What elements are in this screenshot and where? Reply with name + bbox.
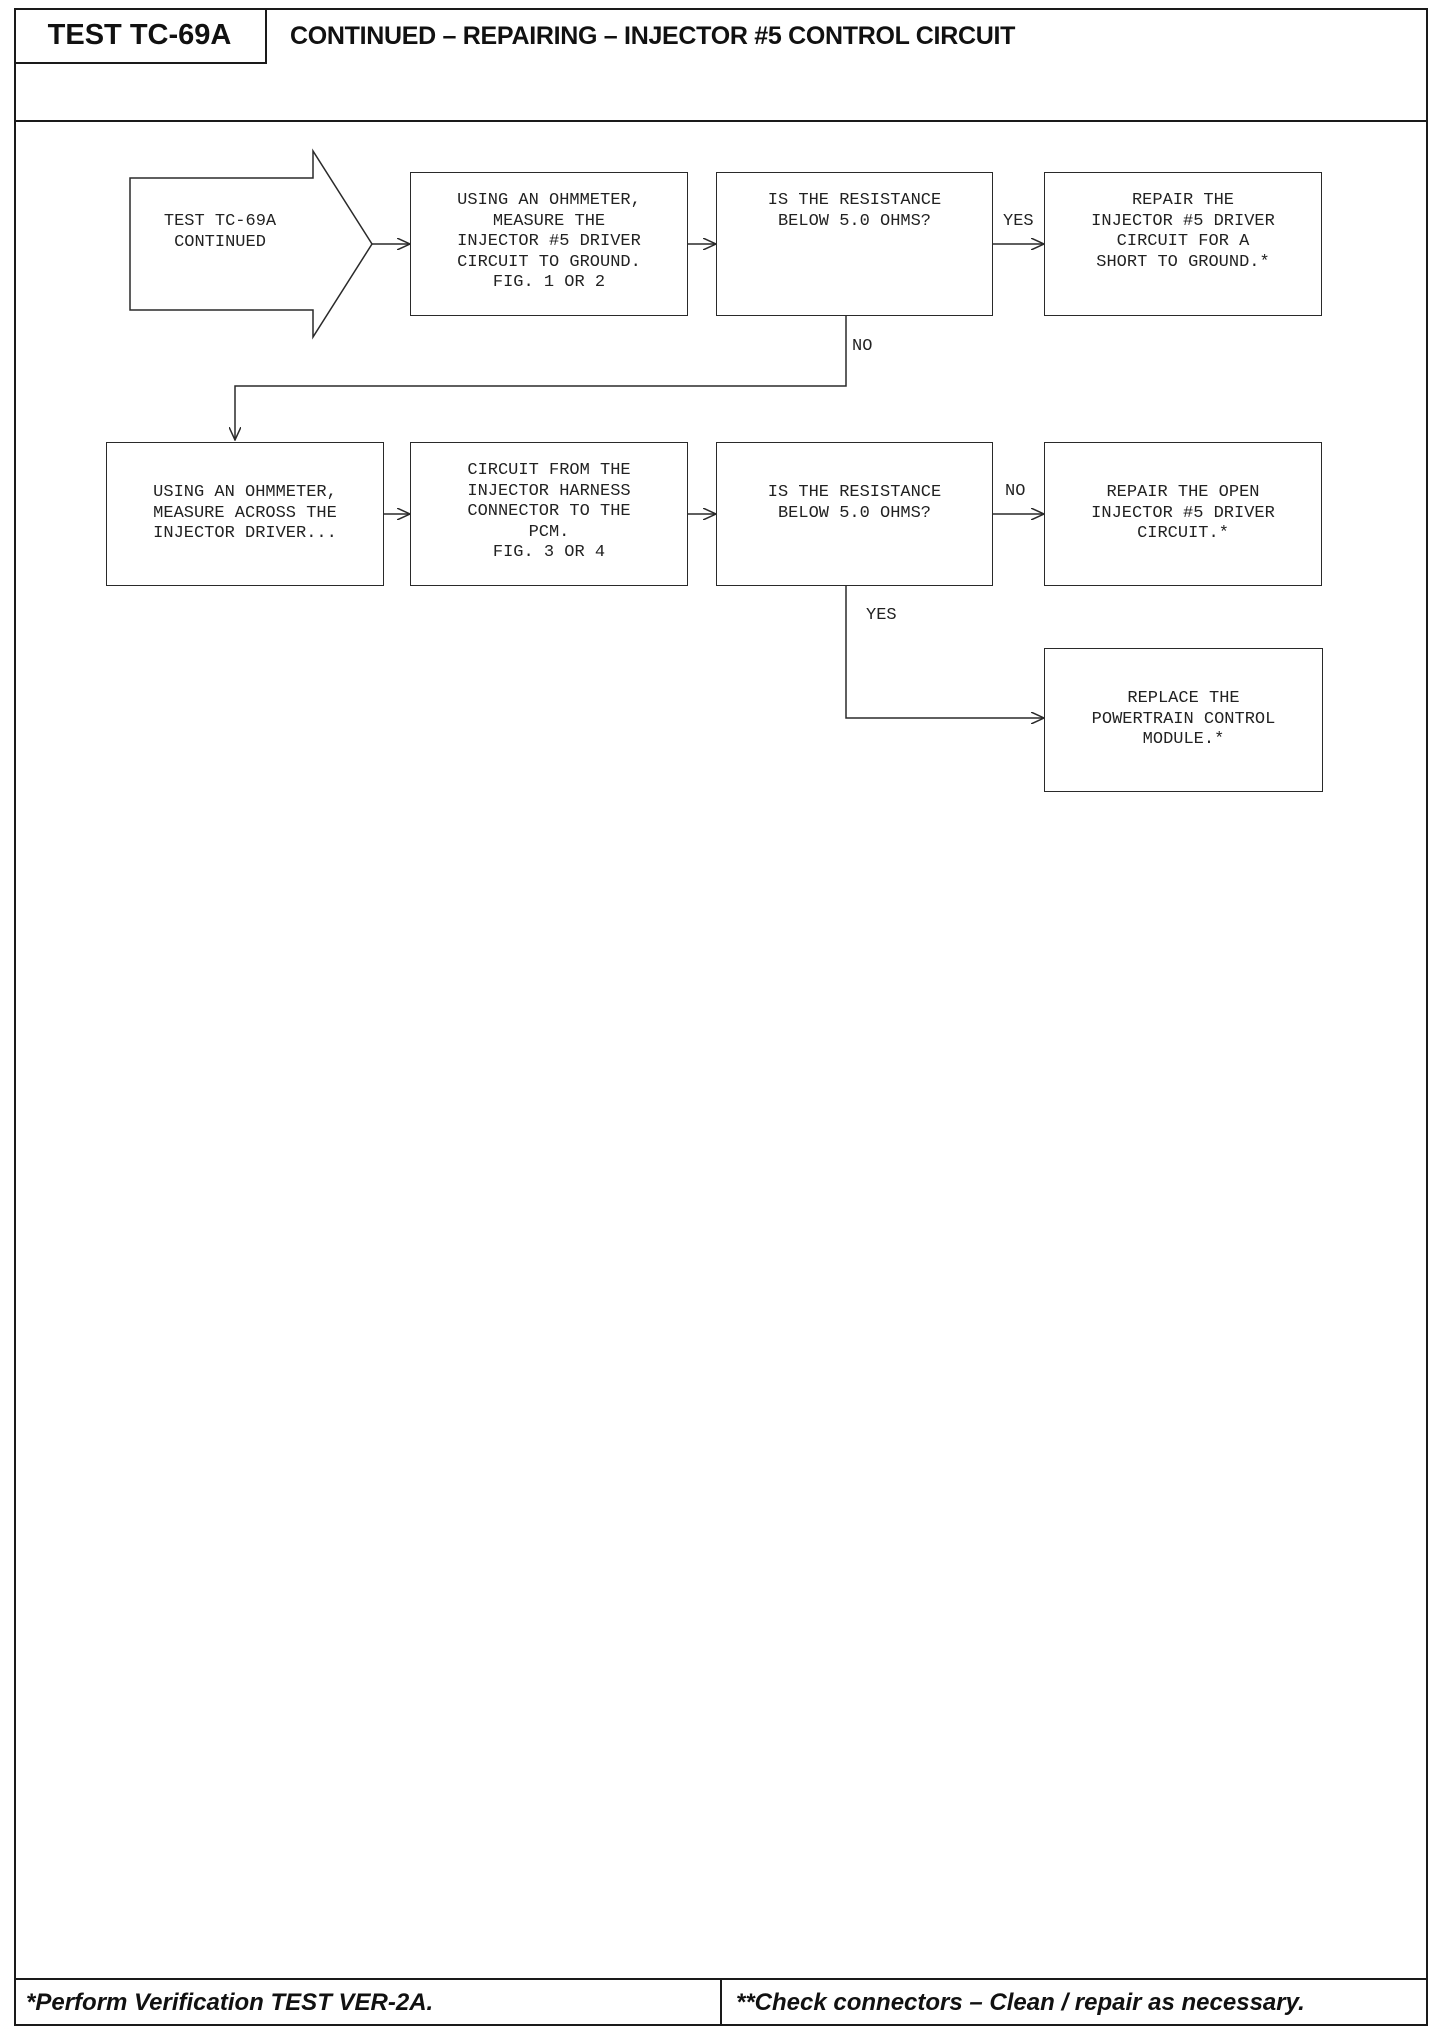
decision2-yes-label: YES bbox=[866, 606, 897, 625]
decision2-no-label: NO bbox=[1005, 482, 1026, 501]
start-arrow-shape bbox=[129, 148, 373, 340]
decision-resistance-2: IS THE RESISTANCE BELOW 5.0 OHMS? bbox=[716, 442, 993, 586]
footer-connector-note: **Check connectors – Clean / repair as n… bbox=[736, 1989, 1305, 2016]
page-footer: *Perform Verification TEST VER-2A. **Che… bbox=[14, 1978, 1428, 2026]
decision-resistance-1: IS THE RESISTANCE BELOW 5.0 OHMS? bbox=[716, 172, 993, 316]
result-repair-short: REPAIR THE INJECTOR #5 DRIVER CIRCUIT FO… bbox=[1044, 172, 1322, 316]
test-id: TEST TC-69A bbox=[14, 8, 267, 64]
step-measure-to-ground: USING AN OHMMETER, MEASURE THE INJECTOR … bbox=[410, 172, 688, 316]
result-replace-pcm: REPLACE THE POWERTRAIN CONTROL MODULE.* bbox=[1044, 648, 1323, 792]
result-repair-open: REPAIR THE OPEN INJECTOR #5 DRIVER CIRCU… bbox=[1044, 442, 1322, 586]
step-measure-across: USING AN OHMMETER, MEASURE ACROSS THE IN… bbox=[106, 442, 384, 586]
page-title: CONTINUED – REPAIRING – INJECTOR #5 CONT… bbox=[290, 21, 1016, 50]
page-header: TEST TC-69A CONTINUED – REPAIRING – INJE… bbox=[14, 8, 1428, 122]
connector-decision2-yes bbox=[845, 586, 1044, 718]
start-node-label: TEST TC-69A CONTINUED bbox=[163, 212, 277, 252]
decision1-no-label: NO bbox=[852, 337, 873, 356]
decision1-yes-label: YES bbox=[1003, 212, 1034, 231]
connector-decision1-no bbox=[235, 316, 847, 440]
step-circuit-to-pcm: CIRCUIT FROM THE INJECTOR HARNESS CONNEC… bbox=[410, 442, 688, 586]
footer-divider bbox=[720, 1980, 722, 2026]
footer-verification-note: *Perform Verification TEST VER-2A. bbox=[26, 1989, 434, 2016]
